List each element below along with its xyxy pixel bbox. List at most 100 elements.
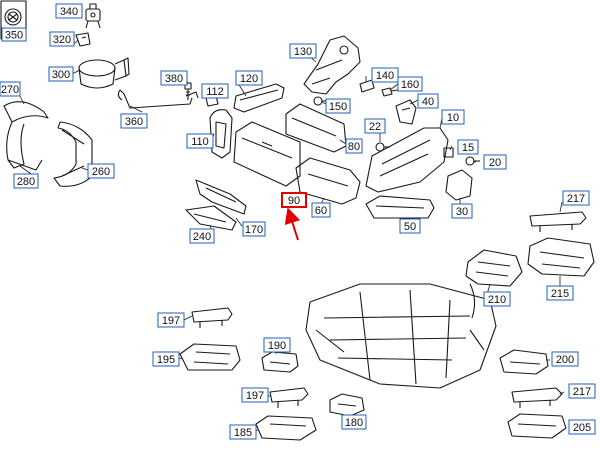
callout-box — [229, 424, 257, 440]
callout-label: 120 — [240, 73, 258, 85]
callout-label: 10 — [447, 112, 459, 124]
callout-130[interactable]: 130 — [289, 43, 317, 59]
callout-box — [399, 218, 421, 234]
callout-360[interactable]: 360 — [120, 113, 148, 129]
callout-260[interactable]: 260 — [87, 163, 115, 179]
callout-140[interactable]: 140 — [371, 67, 399, 83]
part-190-switch — [261, 351, 299, 373]
part-320-clip — [75, 32, 91, 47]
callout-box — [160, 70, 188, 86]
callout-22[interactable]: 22 — [364, 118, 386, 134]
callout-60[interactable]: 60 — [311, 202, 331, 218]
callout-box — [49, 31, 75, 47]
callout-112[interactable]: 112 — [201, 83, 229, 99]
callout-box — [235, 70, 263, 86]
callout-197[interactable]: 197 — [241, 387, 269, 403]
callout-label: 180 — [345, 417, 363, 429]
part-360-lever — [117, 89, 199, 109]
callout-box — [241, 387, 269, 403]
callout-217[interactable]: 217 — [568, 383, 596, 399]
callout-205[interactable]: 205 — [568, 419, 596, 435]
part-10-side-cover — [365, 127, 449, 193]
callout-box — [345, 138, 363, 154]
part-185-housing — [255, 415, 317, 441]
callout-label: 210 — [488, 294, 506, 306]
callout-label: 60 — [315, 205, 327, 217]
callout-180[interactable]: 180 — [341, 414, 367, 430]
callout-197[interactable]: 197 — [157, 312, 185, 328]
leader-lines — [19, 39, 565, 433]
callout-90[interactable]: 90 — [281, 192, 307, 208]
callout-20[interactable]: 20 — [483, 154, 507, 170]
callout-110[interactable]: 110 — [186, 133, 214, 149]
callout-160[interactable]: 160 — [397, 76, 423, 92]
callout-label: 22 — [369, 121, 381, 133]
part-240-bracket — [185, 205, 237, 231]
callout-380[interactable]: 380 — [160, 70, 188, 86]
callout-label: 270 — [1, 84, 19, 96]
callout-30[interactable]: 30 — [451, 203, 473, 219]
callout-box — [341, 414, 367, 430]
callout-box — [189, 228, 215, 244]
callout-240[interactable]: 240 — [189, 228, 215, 244]
callout-label: 215 — [551, 288, 569, 300]
callout-215[interactable]: 215 — [546, 285, 574, 301]
callout-label: 80 — [348, 141, 360, 153]
callout-170[interactable]: 170 — [242, 221, 266, 237]
callout-40[interactable]: 40 — [417, 93, 439, 109]
callout-box — [371, 67, 399, 83]
callout-label: 217 — [573, 386, 591, 398]
part-205-housing — [507, 413, 567, 439]
callout-120[interactable]: 120 — [235, 70, 263, 86]
highlight-arrow — [284, 207, 301, 241]
callout-50[interactable]: 50 — [399, 218, 421, 234]
part-217-handle-bottom — [511, 387, 563, 408]
callout-350[interactable]: 350 — [1, 27, 27, 42]
callout-280[interactable]: 280 — [13, 173, 39, 189]
part-15-nut — [443, 147, 454, 158]
part-195-switch-housing — [179, 343, 241, 371]
callout-150[interactable]: 150 — [325, 98, 351, 114]
callout-217[interactable]: 217 — [562, 190, 590, 206]
callout-210[interactable]: 210 — [483, 291, 511, 307]
part-seat-frame — [305, 283, 497, 389]
callout-box — [13, 173, 39, 189]
part-50-trim — [365, 195, 435, 219]
callout-200[interactable]: 200 — [551, 351, 579, 367]
callout-label: 185 — [234, 427, 252, 439]
part-300-cupholder — [78, 57, 130, 89]
callout-340[interactable]: 340 — [55, 3, 83, 19]
callout-box — [242, 221, 266, 237]
part-170-bracket — [195, 179, 247, 215]
callout-10[interactable]: 10 — [441, 109, 465, 125]
callout-300[interactable]: 300 — [48, 66, 74, 82]
callout-195[interactable]: 195 — [152, 351, 180, 367]
callout-box — [562, 190, 590, 206]
part-20-screw — [465, 156, 480, 166]
callout-15[interactable]: 15 — [457, 139, 479, 155]
callout-190[interactable]: 190 — [263, 337, 291, 353]
callout-185[interactable]: 185 — [229, 424, 257, 440]
callout-label: 30 — [456, 206, 468, 218]
part-270-shell — [3, 101, 49, 171]
callout-320[interactable]: 320 — [49, 31, 75, 47]
callout-270[interactable]: 270 — [0, 81, 21, 97]
callout-label: 195 — [157, 354, 175, 366]
callout-box — [417, 93, 439, 109]
callout-box — [325, 98, 351, 114]
callout-box — [152, 351, 180, 367]
callout-box — [483, 291, 511, 307]
callout-box — [568, 419, 596, 435]
callout-label: 217 — [567, 193, 585, 205]
callout-box — [483, 154, 507, 170]
callout-label: 340 — [60, 6, 78, 18]
callout-label: 200 — [556, 354, 574, 366]
callout-box — [55, 3, 83, 19]
callout-box — [364, 118, 386, 134]
part-197-rail-a — [191, 307, 233, 328]
part-140-fastener — [359, 79, 375, 93]
callout-80[interactable]: 80 — [345, 138, 363, 154]
callout-box — [0, 81, 21, 97]
callout-label: 90 — [288, 195, 300, 207]
